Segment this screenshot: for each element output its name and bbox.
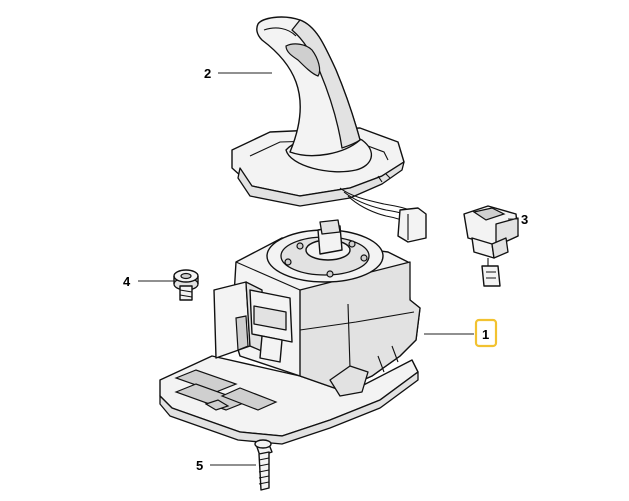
- callout-3[interactable]: 3: [521, 212, 528, 227]
- part-1-selector-housing[interactable]: [159, 219, 421, 445]
- callout-5[interactable]: 5: [196, 458, 203, 473]
- part-4-nut[interactable]: [173, 269, 199, 301]
- part-5-screw[interactable]: [254, 439, 273, 491]
- callout-1-highlight: [474, 318, 498, 348]
- part-3-switch[interactable]: [463, 205, 519, 287]
- callout-1[interactable]: 1: [482, 327, 489, 342]
- callout-2[interactable]: 2: [204, 66, 211, 81]
- callout-4[interactable]: 4: [123, 274, 131, 289]
- part-2-gear-knob[interactable]: [231, 16, 427, 243]
